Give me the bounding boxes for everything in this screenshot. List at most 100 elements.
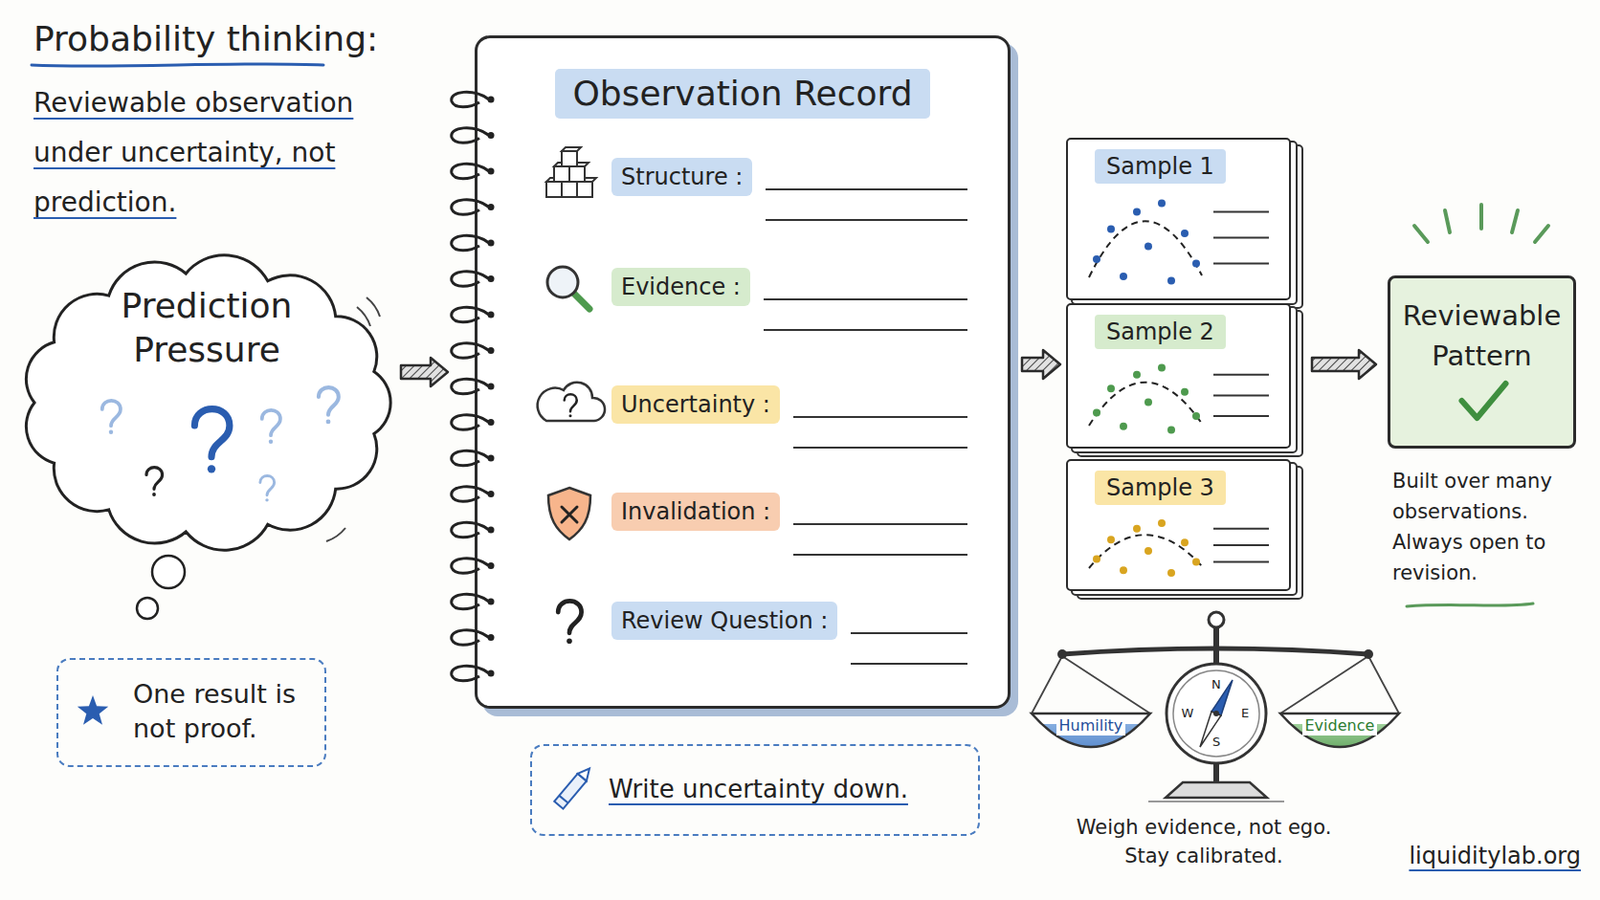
data-dot bbox=[1133, 371, 1141, 379]
spiral-ring bbox=[451, 450, 489, 466]
field-label: Review Question : bbox=[611, 601, 838, 641]
pencil-icon bbox=[554, 765, 594, 810]
data-dot bbox=[1092, 255, 1101, 264]
data-dot bbox=[1144, 399, 1153, 407]
question-mark bbox=[262, 410, 281, 445]
ring-hole bbox=[488, 670, 495, 678]
data-dot bbox=[1119, 422, 1128, 431]
motion-marks bbox=[326, 297, 380, 542]
field-label: Invalidation : bbox=[611, 492, 780, 532]
compass-letter: N bbox=[1211, 677, 1222, 693]
data-dot bbox=[1092, 408, 1101, 417]
question-mark bbox=[557, 600, 581, 645]
note-text: One result is not proof. bbox=[133, 677, 312, 747]
field-name: Evidence : bbox=[621, 273, 741, 301]
trend-curve bbox=[1088, 221, 1202, 278]
compass-letter: W bbox=[1181, 706, 1195, 722]
flow-arrow bbox=[1022, 350, 1061, 379]
text-wrap: Observation Record bbox=[477, 68, 1008, 119]
spiral-ring bbox=[451, 91, 489, 107]
question-dot bbox=[326, 420, 332, 425]
data-dot bbox=[1133, 525, 1141, 534]
question-hook bbox=[260, 475, 275, 495]
spiral-ring bbox=[451, 558, 489, 574]
field-label: Uncertainty : bbox=[611, 385, 780, 424]
magnifier-icon bbox=[547, 266, 578, 298]
write-line bbox=[793, 523, 968, 526]
cube bbox=[561, 181, 578, 198]
question-dot bbox=[207, 465, 216, 473]
write-line bbox=[793, 554, 968, 556]
note-line bbox=[1213, 415, 1269, 418]
note-line bbox=[1213, 237, 1269, 240]
data-dot bbox=[1092, 555, 1101, 564]
cube bbox=[577, 181, 593, 198]
spiral-ring bbox=[451, 163, 489, 178]
note-line bbox=[1213, 528, 1269, 531]
question-mark bbox=[146, 467, 163, 497]
spiral-ring bbox=[451, 271, 489, 287]
cloud-outline bbox=[25, 255, 391, 552]
ring-hole bbox=[488, 96, 495, 104]
data-dot bbox=[1107, 225, 1115, 234]
diagram-title: Probability thinking: bbox=[33, 17, 378, 62]
data-dot bbox=[1192, 558, 1200, 567]
pencil-body bbox=[554, 774, 587, 810]
text-wrap: One result is not proof. bbox=[133, 677, 312, 747]
pencil-band bbox=[558, 796, 568, 804]
pan-label: Evidence bbox=[1302, 716, 1378, 736]
note-line bbox=[1213, 394, 1269, 397]
question-dot bbox=[265, 498, 268, 502]
note-text: Write uncertainty down. bbox=[608, 773, 965, 807]
shield-cross bbox=[561, 507, 578, 523]
write-line bbox=[793, 416, 968, 419]
notebook: Observation RecordStructure : Evidence : U… bbox=[474, 35, 1011, 710]
question-mark bbox=[564, 394, 578, 418]
flow-arrow bbox=[400, 357, 448, 387]
note-line bbox=[1213, 211, 1269, 214]
question-dot bbox=[152, 492, 156, 497]
ring-hole bbox=[488, 275, 495, 283]
spiral-ring bbox=[451, 415, 489, 430]
question-hook bbox=[262, 410, 281, 436]
lens-handle bbox=[574, 293, 590, 310]
thought-bubble bbox=[136, 598, 158, 620]
field-name: Uncertainty : bbox=[621, 391, 771, 419]
spiral-ring bbox=[451, 487, 489, 502]
star-icon bbox=[77, 695, 109, 726]
question-mark bbox=[194, 409, 230, 474]
text-wrap: Prediction Pressure bbox=[82, 284, 332, 373]
cube bbox=[569, 166, 585, 182]
ring-hole bbox=[488, 168, 495, 176]
field-label: Structure : bbox=[611, 157, 753, 197]
data-dot bbox=[1192, 260, 1200, 268]
text-wrap: Sample 3 bbox=[1094, 470, 1226, 506]
data-dot bbox=[1180, 538, 1189, 547]
write-line bbox=[850, 663, 968, 666]
note-line bbox=[1213, 263, 1269, 266]
write-line bbox=[763, 298, 968, 301]
spiral-ring bbox=[451, 630, 489, 645]
question-hook bbox=[194, 409, 230, 458]
field-name: Invalidation : bbox=[621, 498, 771, 526]
data-dot bbox=[1167, 569, 1176, 578]
cubes-icon bbox=[546, 147, 597, 198]
note-line bbox=[1213, 544, 1269, 547]
spiral-ring bbox=[451, 307, 489, 322]
ring-hole bbox=[488, 419, 495, 426]
note-line bbox=[1213, 374, 1269, 377]
question-dot bbox=[268, 440, 273, 445]
trend-curve bbox=[1088, 534, 1202, 569]
sample-title: Sample 2 bbox=[1094, 314, 1226, 350]
data-dot bbox=[1157, 364, 1166, 373]
title-underline bbox=[31, 64, 324, 67]
data-dot bbox=[1157, 200, 1166, 208]
data-dot bbox=[1144, 547, 1153, 556]
spiral-ring bbox=[451, 378, 489, 394]
note-box: Write uncertainty down. bbox=[530, 744, 980, 837]
cloud-icon bbox=[537, 382, 605, 422]
write-line bbox=[765, 219, 968, 222]
spiral-ring bbox=[451, 522, 489, 537]
spiral-ring bbox=[451, 200, 489, 215]
spiral-ring bbox=[451, 235, 489, 250]
